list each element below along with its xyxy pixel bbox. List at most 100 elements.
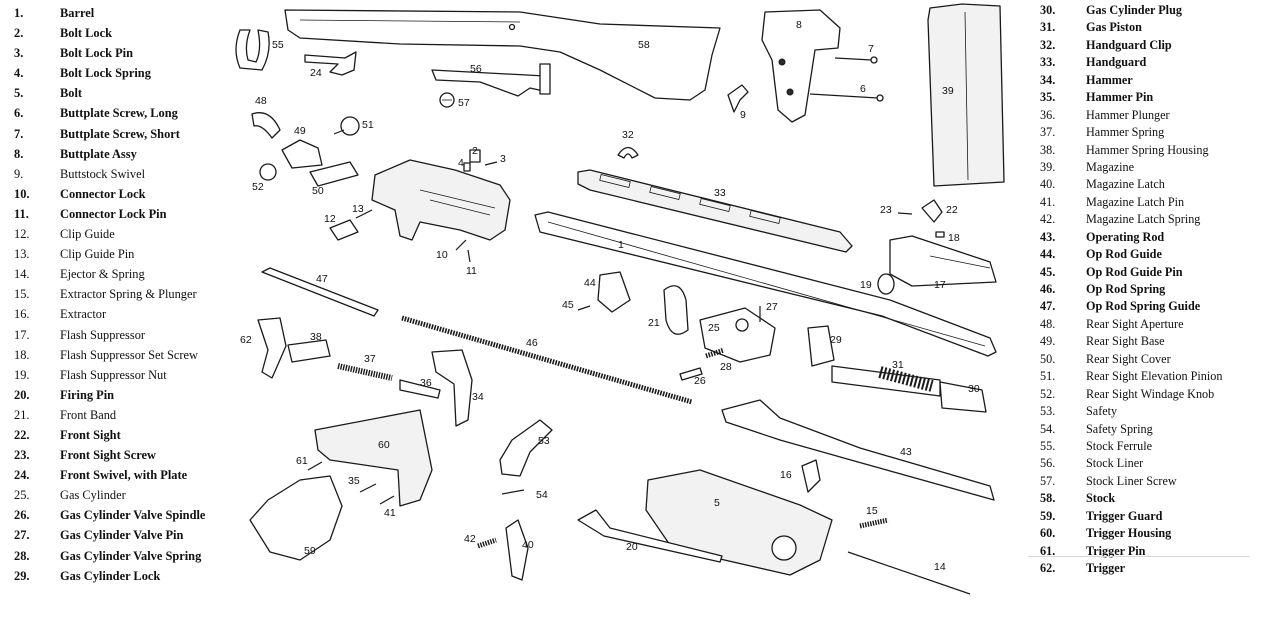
callout-48: 48 [255,95,267,107]
part-number: 30. [1040,3,1056,17]
parts-list-item: 7.Buttplate Screw, Short [14,124,244,144]
parts-list-item: 12.Clip Guide [14,224,244,244]
part-name: Rear Sight Base [1086,334,1165,349]
part-name: Buttplate Assy [60,146,137,161]
part-54-safety-spring [501,489,525,495]
callout-42: 42 [464,533,476,545]
part-name: Trigger Guard [1086,508,1163,523]
parts-list-item: 17.Flash Suppressor [14,325,244,345]
part-number: 8. [14,146,24,161]
parts-list-item: 19.Flash Suppressor Nut [14,365,244,385]
part-number: 51. [1040,369,1056,384]
parts-list-item: 25.Gas Cylinder [14,485,244,505]
callout-27: 27 [766,301,778,313]
part-number: 49. [1040,334,1056,349]
parts-list-item: 30.Gas Cylinder Plug [1040,2,1264,19]
callout-20: 20 [626,541,638,553]
parts-list-item: 15.Extractor Spring & Plunger [14,284,244,304]
part-name: Safety [1086,404,1118,419]
callout-37: 37 [364,353,376,365]
callout-40: 40 [522,539,534,551]
part-47-op-rod-spring-guide [261,267,379,317]
part-number: 33. [1040,55,1056,70]
part-name: Magazine Latch Pin [1086,194,1185,209]
part-60-trigger-housing [314,409,433,507]
callout-4: 4 [458,157,464,169]
part-number: 21. [14,407,30,422]
callout-30: 30 [968,383,980,395]
part-number: 54. [1040,421,1056,436]
parts-list-item: 38.Hammer Spring Housing [1040,142,1264,159]
part-33-handguard [577,169,853,253]
part-number: 59. [1040,508,1056,523]
part-number: 47. [1040,299,1056,314]
part-number: 52. [1040,386,1056,401]
callout-49: 49 [294,125,306,137]
parts-list-item: 59. Trigger Guard [1040,508,1264,525]
callout-33: 33 [714,187,726,199]
part-24-front-swivel [304,51,357,76]
callout-59: 59 [304,545,316,557]
part-61-trigger-pin [307,461,323,471]
part-drawings [235,3,1005,595]
part-number: 15. [14,287,30,302]
part-name: Clip Guide Pin [60,247,135,262]
part-name: Rear Sight Cover [1086,351,1171,366]
parts-list-item: 56.Stock Liner [1040,455,1264,472]
callout-32: 32 [622,129,634,141]
part-name: Trigger Housing [1086,526,1172,541]
callout-55: 55 [272,39,284,51]
part-name: Barrel [60,6,95,20]
parts-list-item: 50.Rear Sight Cover [1040,351,1264,368]
part-name: Trigger Pin [1086,543,1146,558]
callout-61: 61 [296,455,308,467]
callout-3: 3 [500,153,506,165]
callout-18: 18 [948,232,960,244]
part-number: 57. [1040,473,1056,488]
callout-5: 5 [714,497,720,509]
part-19-flash-suppressor-nut [877,273,895,295]
part-14-ejector [847,551,971,595]
part-name: Bolt [60,86,83,101]
part-5-bolt [645,469,833,576]
callout-62: 62 [240,334,252,346]
callout-14: 14 [934,561,946,573]
callout-46: 46 [526,337,538,349]
part-13-clip-guide-pin [355,209,373,219]
part-52-windage-knob [259,163,277,181]
callout-numbers: 58 55 24 56 57 8 7 6 9 39 48 49 51 52 50… [240,19,980,573]
part-51-elevation-pinion [340,116,360,136]
parts-list-item: 51.Rear Sight Elevation Pinion [1040,368,1264,385]
part-34-hammer [431,349,473,427]
part-49-rear-sight-base [281,139,323,169]
part-number: 62. [1040,561,1056,575]
part-number: 18. [14,347,30,362]
parts-list-item: 58.Stock [1040,490,1264,507]
part-name: Front Sight Screw [60,448,156,463]
parts-list-item: 46.Op Rod Spring [1040,281,1264,298]
callout-22: 22 [946,204,958,216]
callout-60: 60 [378,439,390,451]
callout-25: 25 [708,322,720,334]
part-8-buttplate [761,9,841,123]
callout-41: 41 [384,507,396,519]
callout-54: 54 [536,489,548,501]
part-name: Front Swivel, with Plate [60,468,188,483]
callout-52: 52 [252,181,264,193]
part-45-op-rod-guide-pin [577,305,591,311]
part-number: 55. [1040,438,1056,453]
part-name: Buttplate Screw, Short [60,126,180,141]
part-16-extractor [801,459,821,493]
callout-35: 35 [348,475,360,487]
part-number: 40. [1040,177,1056,192]
part-number: 37. [1040,125,1056,140]
callout-9: 9 [740,109,746,121]
part-number: 34. [1040,72,1056,87]
part-name: Hammer Pin [1086,90,1154,105]
part-name: Bolt Lock Pin [60,46,133,61]
part-number: 5. [14,86,24,101]
part-6-buttplate-screw-long [809,93,879,99]
part-number: 26. [14,508,30,523]
part-number: 53. [1040,404,1056,419]
